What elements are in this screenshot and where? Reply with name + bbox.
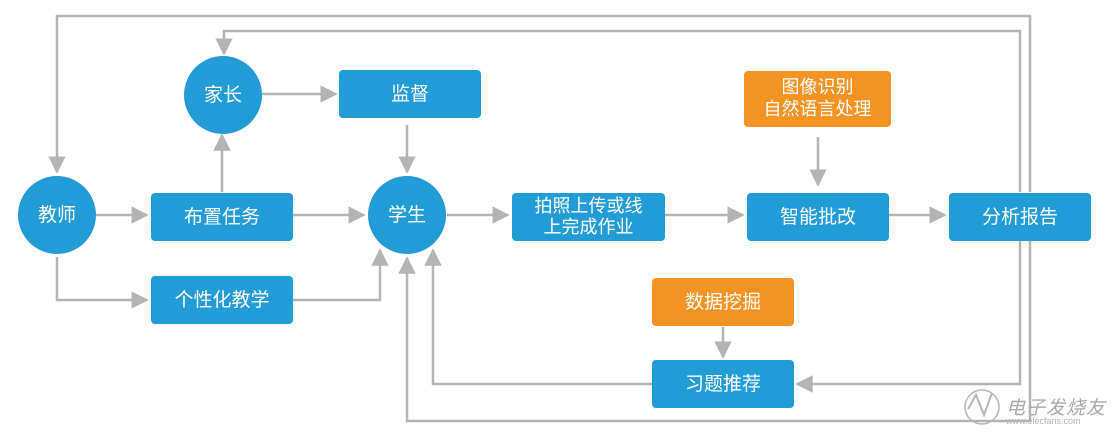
node-parent: 家长 [184,56,262,134]
node-analysis-report-label: 分析报告 [981,205,1058,228]
node-supervise-label: 监督 [390,82,429,105]
node-data-mining-label: 数据挖掘 [684,290,761,313]
arrow-report-to-parent [215,29,1022,192]
watermark-url: www.elecfans.com [1006,416,1081,426]
node-exercise-recommend: 习题推荐 [652,360,794,408]
node-smart-grading-label: 智能批改 [779,205,856,228]
node-photo-upload: 拍照上传或线 上完成作业 [512,193,665,241]
node-teacher-label: 教师 [37,203,76,226]
node-student-label: 学生 [387,203,426,226]
arrow-personalized-to-student [293,248,389,302]
node-assign-task: 布置任务 [151,193,293,241]
node-teacher: 教师 [18,176,96,254]
arrow-report-to-student-bottom [398,240,1032,423]
arrow-report-to-exercise [795,240,1022,393]
watermark-logo-icon [964,389,1000,425]
node-supervise: 监督 [339,70,481,118]
node-parent-label: 家长 [203,83,242,106]
node-image-nlp: 图像识别 自然语言处理 [744,71,891,127]
watermark: 电子发烧友 www.elecfans.com [962,383,1107,429]
arrow-teacher-to-personalized [55,257,149,309]
node-assign-task-label: 布置任务 [183,205,260,228]
node-analysis-report: 分析报告 [949,193,1091,241]
arrow-exercise-to-student [424,248,652,386]
node-data-mining: 数据挖掘 [652,278,794,326]
node-smart-grading: 智能批改 [747,193,889,241]
arrow-report-to-teacher [48,14,1032,192]
node-personalized-teaching: 个性化教学 [151,276,293,324]
node-personalized-teaching-label: 个性化教学 [174,288,270,311]
node-photo-upload-label: 拍照上传或线 上完成作业 [534,196,643,238]
node-exercise-recommend-label: 习题推荐 [684,372,761,395]
watermark-text: 电子发烧友 [1006,397,1107,419]
node-student: 学生 [368,176,446,254]
node-image-nlp-label: 图像识别 自然语言处理 [763,77,872,120]
